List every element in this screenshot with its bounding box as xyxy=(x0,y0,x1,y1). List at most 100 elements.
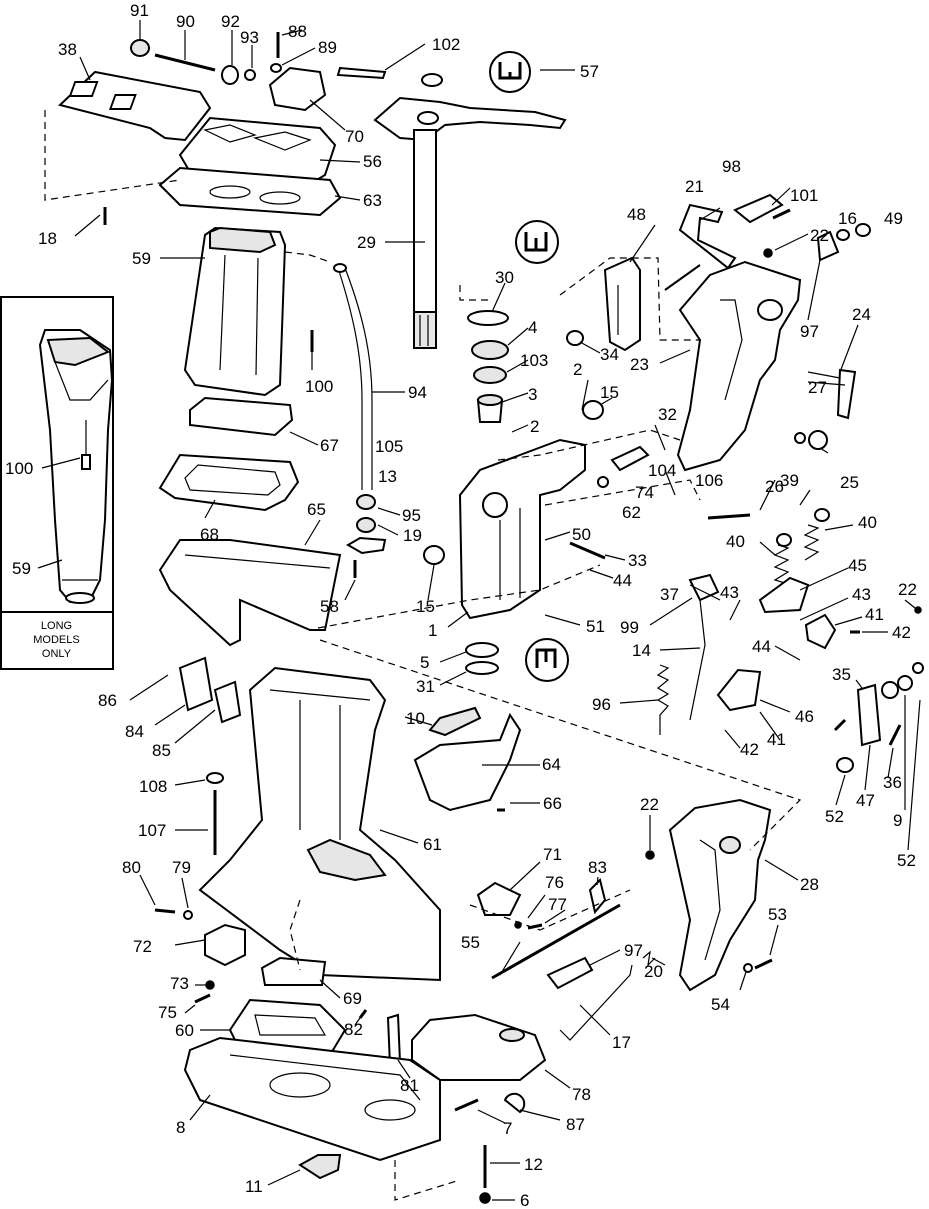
inset-note-line: LONG xyxy=(40,620,73,632)
callout-label: 108 xyxy=(139,777,167,796)
callout-label: 2 xyxy=(573,360,582,379)
callout-label: 59 xyxy=(132,249,151,268)
lower-assembly xyxy=(154,248,922,1204)
callout-label: 105 xyxy=(375,437,403,456)
callout-label: 85 xyxy=(152,741,171,760)
callout-label: 45 xyxy=(848,556,867,575)
lubricant-symbol-icon xyxy=(525,638,569,682)
callout-label: 41 xyxy=(767,730,786,749)
callout-label: 23 xyxy=(630,355,649,374)
callout-label: 14 xyxy=(632,641,651,660)
callout-label: 104 xyxy=(648,461,676,480)
callout-label: 1 xyxy=(428,621,437,640)
callout-label: 13 xyxy=(378,467,397,486)
callout-label: 80 xyxy=(122,858,141,877)
callout-label: 64 xyxy=(542,755,561,774)
callout-label: 31 xyxy=(416,677,435,696)
inset-note-line: ONLY xyxy=(41,648,72,660)
callout-label: 35 xyxy=(832,665,851,684)
callout-label: 95 xyxy=(402,506,421,525)
callout-label: 100 xyxy=(5,459,33,478)
callout-label: 15 xyxy=(416,597,435,616)
callout-label: 2 xyxy=(530,417,539,436)
callout-label: 48 xyxy=(627,205,646,224)
callout-label: 42 xyxy=(892,623,911,642)
callout-label: 74 xyxy=(635,483,654,502)
callout-label: 15 xyxy=(600,383,619,402)
callout-label: 77 xyxy=(548,895,567,914)
long-models-inset xyxy=(0,296,114,670)
leader-lines xyxy=(37,20,921,1201)
callout-label: 81 xyxy=(400,1076,419,1095)
callout-label: 70 xyxy=(345,127,364,146)
callout-label: 18 xyxy=(38,229,57,248)
callout-label: 56 xyxy=(363,152,382,171)
callout-label: 52 xyxy=(897,851,916,870)
callout-label: 79 xyxy=(172,858,191,877)
callout-label: 66 xyxy=(543,794,562,813)
callout-label: 84 xyxy=(125,722,144,741)
callout-label: 41 xyxy=(865,605,884,624)
lubricant-symbol-icon xyxy=(489,51,531,93)
callout-label: 39 xyxy=(780,471,799,490)
callout-label: 22 xyxy=(640,795,659,814)
callout-label: 46 xyxy=(795,707,814,726)
callout-label: 24 xyxy=(852,305,871,324)
callout-label: 10 xyxy=(406,709,425,728)
callout-label: 101 xyxy=(790,186,818,205)
callout-label: 82 xyxy=(344,1020,363,1039)
callout-label: 92 xyxy=(221,12,240,31)
callout-label: 88 xyxy=(288,22,307,41)
callout-label: 52 xyxy=(825,807,844,826)
callout-label: 89 xyxy=(318,38,337,57)
callout-label: 44 xyxy=(752,637,771,656)
callout-label: 27 xyxy=(808,378,827,397)
callout-label: 54 xyxy=(711,995,730,1014)
callout-label: 71 xyxy=(543,845,562,864)
callout-label: 33 xyxy=(628,551,647,570)
callout-label: 58 xyxy=(320,597,339,616)
inset-note-line: MODELS xyxy=(33,634,80,646)
callout-label: 73 xyxy=(170,974,189,993)
callout-label: 86 xyxy=(98,691,117,710)
callout-label: 90 xyxy=(176,12,195,31)
callout-label: 50 xyxy=(572,525,591,544)
callout-label: 51 xyxy=(586,617,605,636)
callout-label: 69 xyxy=(343,989,362,1008)
callout-label: 9 xyxy=(893,811,902,830)
callout-label: 76 xyxy=(545,873,564,892)
callout-label: 36 xyxy=(883,773,902,792)
callout-label: 19 xyxy=(403,526,422,545)
callout-label: 8 xyxy=(176,1118,185,1137)
callout-label: 49 xyxy=(884,209,903,228)
callout-label: 61 xyxy=(423,835,442,854)
callout-label: 26 xyxy=(765,477,784,496)
callout-label: 7 xyxy=(503,1119,512,1138)
callout-label: 96 xyxy=(592,695,611,714)
callout-label: 21 xyxy=(685,177,704,196)
callout-label: 5 xyxy=(420,653,429,672)
callout-label: 11 xyxy=(245,1177,263,1196)
dashed-guide-lines xyxy=(44,110,802,1201)
callout-label: 44 xyxy=(613,571,632,590)
long-models-only-note: LONG MODELS ONLY xyxy=(0,612,113,668)
callout-label: 12 xyxy=(524,1155,543,1174)
callout-label: 25 xyxy=(840,473,859,492)
top-left-assembly xyxy=(57,32,567,647)
callout-label: 22 xyxy=(810,226,829,245)
callout-label: 4 xyxy=(528,318,537,337)
callout-label: 106 xyxy=(695,471,723,490)
callout-label: 63 xyxy=(363,191,382,210)
callout-label: 100 xyxy=(305,377,333,396)
right-assembly xyxy=(566,193,924,992)
callout-label: 22 xyxy=(898,580,917,599)
callout-label: 60 xyxy=(175,1021,194,1040)
callout-label: 43 xyxy=(720,583,739,602)
callout-label: 47 xyxy=(856,791,875,810)
callout-label: 68 xyxy=(200,525,219,544)
callout-label: 72 xyxy=(133,937,152,956)
callout-label: 103 xyxy=(520,351,548,370)
callout-label: 3 xyxy=(528,385,537,404)
callout-label: 97 xyxy=(624,941,643,960)
